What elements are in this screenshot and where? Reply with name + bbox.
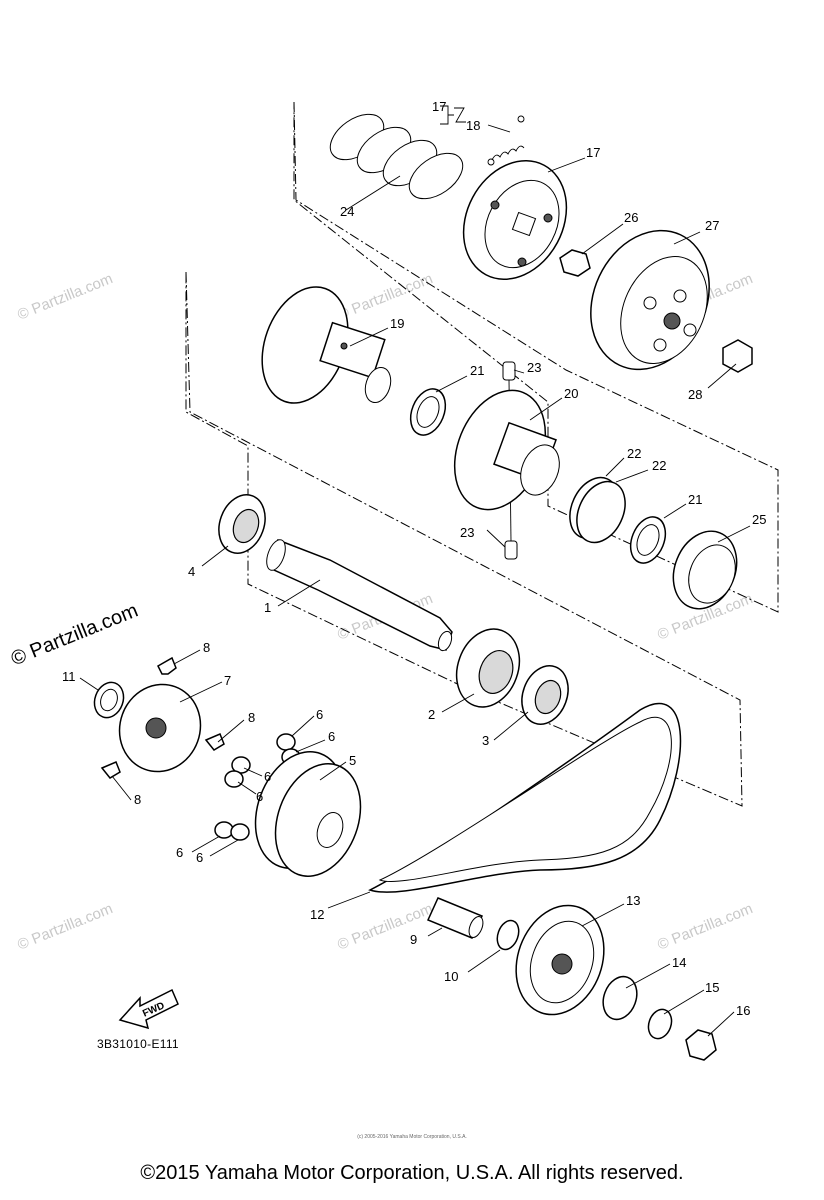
forward-arrow-icon: FWD — [118, 988, 179, 1030]
clutch-spring-small — [487, 115, 525, 166]
bearing-race — [232, 508, 260, 544]
v-belt-inner — [378, 716, 672, 882]
callout-21: 21 — [470, 363, 484, 378]
cam — [118, 683, 202, 773]
callout-21: 21 — [688, 492, 702, 507]
callout-11: 11 — [62, 669, 76, 684]
collar-inner — [688, 544, 736, 604]
slider — [204, 733, 225, 751]
callout-26: 26 — [624, 210, 638, 225]
primary-fixed-sheave — [515, 904, 605, 1016]
primary-shaft — [266, 538, 453, 652]
watermark: © Partzilla.com — [335, 270, 435, 324]
callout-22: 22 — [627, 446, 641, 461]
callout-24: 24 — [340, 204, 354, 219]
callout-8: 8 — [203, 640, 210, 655]
callout-9: 9 — [410, 932, 417, 947]
callout-6: 6 — [176, 845, 183, 860]
bearing-race — [534, 679, 562, 715]
callout-6: 6 — [328, 729, 335, 744]
callout-8: 8 — [134, 792, 141, 807]
callout-22: 22 — [652, 458, 666, 473]
secondary-sheave-group-outline — [185, 271, 743, 807]
callout-17: 17 — [586, 145, 600, 160]
callout-3: 3 — [482, 733, 489, 748]
washer-inner — [100, 688, 118, 712]
callout-16: 16 — [736, 1003, 750, 1018]
nut — [685, 1029, 717, 1061]
callout-13: 13 — [626, 893, 640, 908]
copyright-text: ©2015 Yamaha Motor Corporation, U.S.A. A… — [140, 1162, 684, 1184]
callout-23: 23 — [527, 360, 541, 375]
bearing-race — [478, 650, 514, 694]
clutch-nut — [559, 249, 591, 277]
callout-6: 6 — [264, 769, 271, 784]
callout-15: 15 — [705, 980, 719, 995]
callout-20: 20 — [564, 386, 578, 401]
slider — [157, 656, 177, 675]
callout-4: 4 — [188, 564, 195, 579]
washer — [496, 919, 520, 951]
housing-nut — [722, 339, 753, 373]
callout-10: 10 — [444, 969, 458, 984]
watermark: © Partzilla.com — [655, 900, 755, 954]
clutch-carrier — [462, 160, 568, 280]
guide-pin — [504, 540, 518, 560]
callout-27: 27 — [705, 218, 719, 233]
leader-lines — [79, 105, 751, 1037]
clutch-group-outline — [293, 101, 779, 613]
callout-7: 7 — [224, 673, 231, 688]
callout-5: 5 — [349, 753, 356, 768]
callout-12: 12 — [310, 907, 324, 922]
primary-sliding-sheave — [254, 751, 362, 877]
oil-seal-inner — [416, 396, 440, 428]
callout-25: 25 — [752, 512, 766, 527]
callout-23: 23 — [460, 525, 474, 540]
watermark: © Partzilla.com — [15, 270, 115, 324]
compression-spring — [329, 113, 464, 200]
callout-19: 19 — [390, 316, 404, 331]
callout-8: 8 — [248, 710, 255, 725]
slider — [100, 761, 121, 779]
callout-6: 6 — [316, 707, 323, 722]
washer — [647, 1008, 673, 1040]
callout-1: 1 — [264, 600, 271, 615]
callout-2: 2 — [428, 707, 435, 722]
guide-pin — [502, 361, 516, 381]
secondary-fixed-sheave — [261, 286, 392, 404]
watermark: © Partzilla.com — [335, 900, 435, 954]
callout-numbers: 17 18 17 24 26 27 19 21 23 20 28 22 22 2… — [62, 99, 766, 1018]
secondary-sliding-sheave — [453, 389, 560, 511]
callout-6: 6 — [196, 850, 203, 865]
oil-seal-inner — [636, 524, 660, 556]
watermark: © Partzilla.com — [15, 900, 115, 954]
fine-print: (c) 2005-2016 Yamaha Motor Corporation, … — [357, 1134, 467, 1140]
callout-14: 14 — [672, 955, 686, 970]
spacer-collar — [426, 897, 484, 939]
callout-28: 28 — [688, 387, 702, 402]
callout-18: 18 — [466, 118, 480, 133]
diagram-code: 3B31010-E111 — [97, 1037, 179, 1051]
lock-washer — [602, 975, 638, 1021]
callout-17: 17 — [432, 99, 446, 114]
o-ring — [576, 480, 626, 544]
clutch-housing — [590, 229, 710, 371]
callout-6: 6 — [256, 789, 263, 804]
